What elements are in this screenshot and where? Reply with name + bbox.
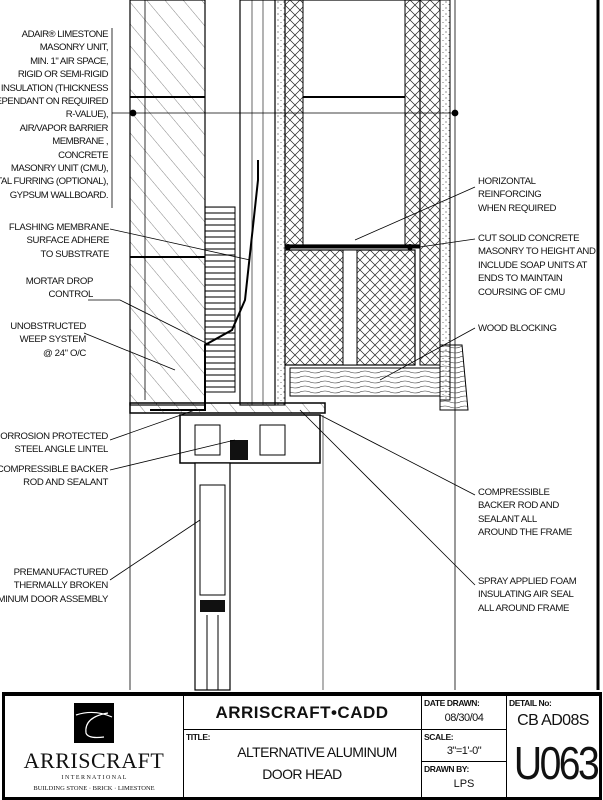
drawn-label: DRAWN BY: [424,764,469,774]
label-flashing-membrane: FLASHING MEMBRANE SURFACE ADHERE TO SUBS… [8,222,109,260]
company-sub: I N T E R N A T I O N A L [61,775,127,781]
detail-label: DETAIL No: [509,698,552,708]
label-mortar-drop: MORTAR DROP CONTROL [25,276,94,301]
wood-blocking [289,367,441,397]
cadd-heading: ARRISCRAFT•CADD [215,703,389,722]
title-label: TITLE: [186,732,211,742]
date-value: 08/30/04 [444,712,484,724]
logo-cell: ARRISCRAFT I N T E R N A T I O N A L BUI… [5,696,184,797]
company-tagline: BUILDING STONE · BRICK · LIMESTONE [33,785,155,792]
scale-cell: SCALE: 3"=1'-0" [422,730,507,762]
mortar-drop-control [204,206,236,393]
label-spray-foam: SPRAY APPLIED FOAM INSULATING AIR SEAL A… [478,576,577,614]
label-wall-assembly: ADAIR® LIMESTONE MASONRY UNIT, MIN. 1" A… [0,29,109,201]
metal-furring [419,0,441,366]
limestone-veneer [129,0,206,406]
scale-value: 3"=1'-0" [446,745,482,757]
detail-number: U063 [513,737,600,789]
label-backer-rod: COMPRESSIBLE BACKER ROD AND SEALANT [0,464,108,489]
wood-blocking-edge [439,344,469,411]
cadd-cell: ARRISCRAFT•CADD [183,696,422,730]
arriscraft-logo-icon [74,703,114,743]
scale-label: SCALE: [424,732,454,742]
leader-lines [83,28,476,586]
title-block: ARRISCRAFT I N T E R N A T I O N A L BUI… [2,692,602,800]
cmu-wall [239,0,276,406]
label-backer-frame: COMPRESSIBLE BACKER ROD AND SEALANT ALL … [478,487,572,539]
date-cell: DATE DRAWN: 08/30/04 [422,696,507,730]
title-line1: ALTERNATIVE ALUMINUM [237,744,397,760]
label-wood-blocking: WOOD BLOCKING [478,323,557,334]
label-weep-system: UNOBSTRUCTED WEEP SYSTEM @ 24" O/C [10,321,86,359]
detail-cell: DETAIL No: CB AD08S U063 [507,696,600,797]
detail-code: CB AD08S [517,712,589,729]
label-cut-concrete: CUT SOLID CONCRETE MASONRY TO HEIGHT AND… [478,233,596,298]
label-door-assembly: PREMANUFACTURED THERMALLY BROKEN ALUMINU… [0,567,108,605]
drawn-cell: DRAWN BY: LPS [422,762,507,797]
inner-cmu [284,0,421,366]
aluminum-door-frame [179,414,321,691]
drawn-value: LPS [453,778,475,790]
date-label: DATE DRAWN: [424,698,480,708]
company-name: ARRISCRAFT [23,748,165,773]
label-horizontal-reinforcing: HORIZONTAL REINFORCING WHEN REQUIRED [478,176,557,214]
steel-angle-lintel [129,402,326,414]
title-line2: DOOR HEAD [262,766,342,782]
rigid-insulation [274,0,286,406]
title-cell: TITLE: ALTERNATIVE ALUMINUM DOOR HEAD [183,730,422,797]
